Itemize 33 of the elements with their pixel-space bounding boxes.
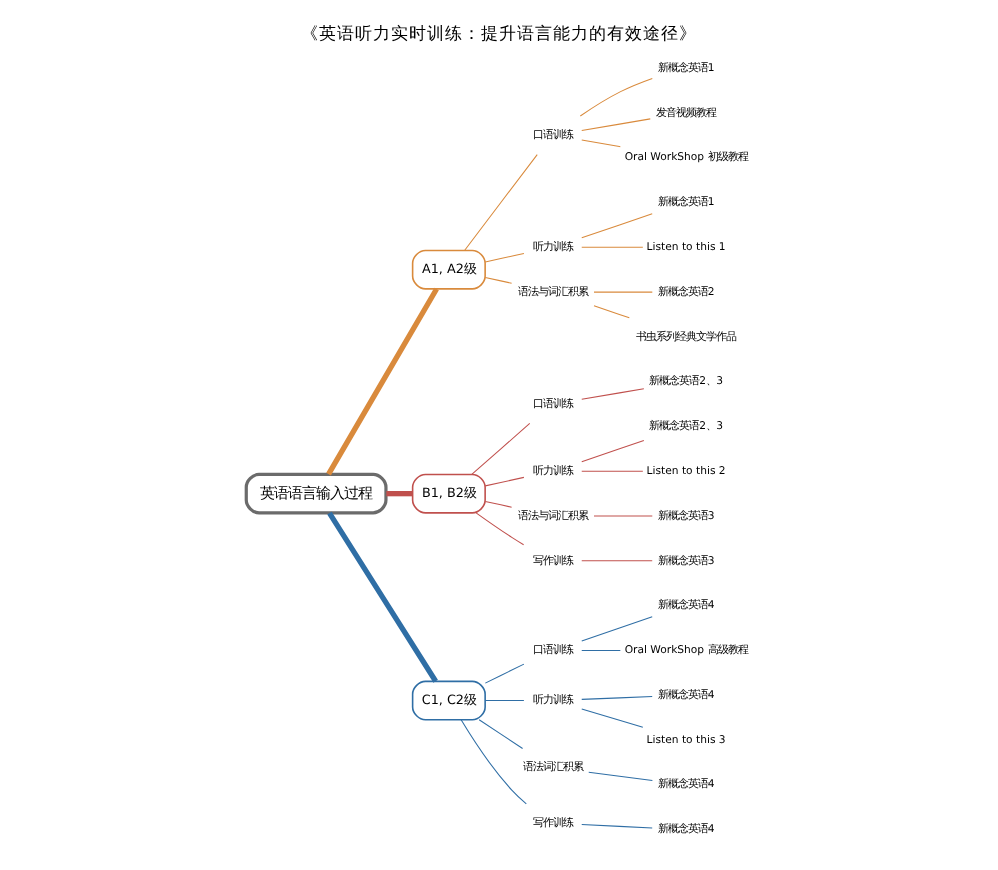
connector xyxy=(581,824,653,829)
connector xyxy=(588,771,653,782)
connector xyxy=(581,213,653,239)
connector xyxy=(581,470,644,472)
connector xyxy=(484,700,525,702)
connector xyxy=(593,305,630,319)
connector xyxy=(581,139,621,148)
connector xyxy=(581,560,653,562)
connector xyxy=(460,719,527,805)
connector xyxy=(484,500,513,508)
connector xyxy=(484,663,525,684)
connector xyxy=(581,388,645,400)
connector xyxy=(581,708,644,728)
connector xyxy=(593,515,653,517)
connector xyxy=(484,476,525,487)
diagram-title: 《英语听力实时训练：提升语言能力的有效途径》 xyxy=(301,25,697,46)
connector xyxy=(581,696,653,700)
connector xyxy=(475,512,525,546)
connector xyxy=(464,154,538,251)
connector xyxy=(478,719,524,749)
connector xyxy=(326,287,439,476)
connector xyxy=(484,276,513,284)
connector xyxy=(581,118,651,132)
connector xyxy=(386,491,413,497)
connector xyxy=(581,246,644,248)
connector xyxy=(327,511,438,683)
connector xyxy=(581,649,621,651)
connector xyxy=(484,252,525,263)
connector xyxy=(593,291,653,293)
connector xyxy=(581,440,645,463)
connector xyxy=(581,616,653,642)
connector xyxy=(579,77,653,117)
connector xyxy=(471,422,531,475)
